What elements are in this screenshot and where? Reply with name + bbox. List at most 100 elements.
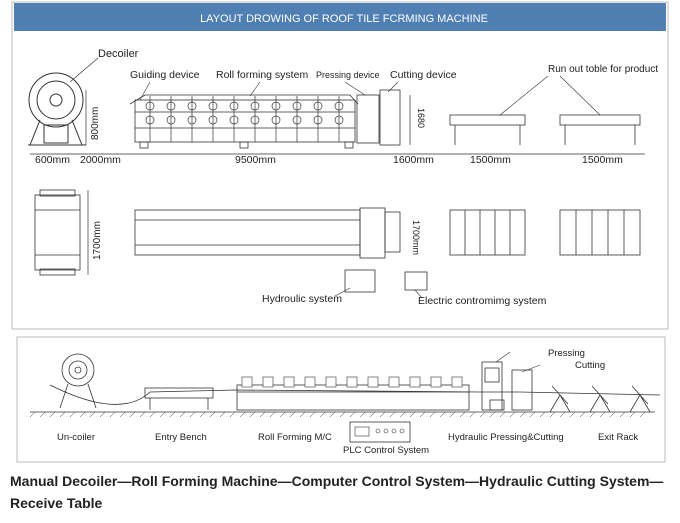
floor-hatch-mark — [549, 411, 556, 418]
dim-1500b: 1500mm — [582, 154, 623, 166]
rollforming-side — [129, 89, 401, 149]
floor-hatch-mark — [419, 411, 426, 418]
line-roll-station — [409, 376, 421, 388]
dim-1700b: 1700mm — [411, 220, 421, 255]
rollforming-top — [134, 207, 401, 259]
floor-hatch-mark — [449, 411, 456, 418]
line-roll-station — [430, 376, 442, 388]
floor-hatch-mark — [339, 411, 346, 418]
floor-hatch-mark — [379, 411, 386, 418]
floor-hatch-mark — [119, 411, 126, 418]
drawing-frame — [11, 1, 669, 330]
exit-rack — [549, 385, 651, 413]
floor-hatch-mark — [249, 411, 256, 418]
label-cutting: Cutting device — [390, 69, 457, 81]
pressing-leader — [495, 351, 511, 363]
floor-hatch-mark — [629, 411, 636, 418]
floor-hatch-mark — [189, 411, 196, 418]
line-label-rollforming: Roll Forming M/C — [258, 432, 332, 443]
line-label-entry: Entry Bench — [155, 432, 207, 443]
hydraulic-box — [344, 269, 376, 293]
line-label-uncoiler: Un-coiler — [57, 432, 95, 443]
exit-rack-stand — [589, 385, 611, 413]
floor-hatch-mark — [129, 411, 136, 418]
dim-1600: 1600mm — [393, 154, 434, 166]
floor-hatch-mark — [569, 411, 576, 418]
runout-table-side-1 — [449, 114, 526, 145]
floor-hatch-mark — [289, 411, 296, 418]
strip-path — [49, 384, 661, 405]
label-decoiler: Decoiler — [98, 48, 139, 60]
label-rollforming: Roll forming system — [216, 69, 308, 81]
floor-hatch-mark — [209, 411, 216, 418]
decoiler-side — [28, 72, 86, 146]
line-label-pressing: Pressing — [548, 348, 585, 359]
runout-leaders — [499, 75, 601, 116]
floor-hatch-mark — [499, 411, 506, 418]
cutting-leader — [521, 364, 541, 373]
floor-hatch-mark — [539, 411, 546, 418]
floor-hatch-mark — [619, 411, 626, 418]
label-pressing: Pressing device — [316, 70, 380, 80]
label-electric: Electric contromimg system — [418, 295, 547, 307]
floor-hatch-mark — [89, 411, 96, 418]
floor-hatch-mark — [79, 411, 86, 418]
floor-hatch-mark — [559, 411, 566, 418]
floor-hatch-mark — [409, 411, 416, 418]
floor-hatch-mark — [529, 411, 536, 418]
line-roll-station — [388, 376, 400, 388]
floor-hatch-mark — [149, 411, 156, 418]
floor-hatch-mark — [579, 411, 586, 418]
dim-2000: 2000mm — [80, 154, 121, 166]
floor-hatch-mark — [299, 411, 306, 418]
electric-box — [404, 271, 428, 291]
label-guiding: Guiding device — [130, 69, 200, 81]
floor-hatch-mark — [399, 411, 406, 418]
exit-rack-stand — [629, 385, 651, 413]
floor-hatch-mark — [139, 411, 146, 418]
plc-panel — [354, 426, 405, 437]
line-roll-station — [241, 376, 253, 388]
runout-table-top-1 — [449, 209, 526, 256]
floor-hatch-mark — [599, 411, 606, 418]
line-roll-station — [304, 376, 316, 388]
line-roll-stations — [241, 376, 463, 388]
floor-hatch-mark — [639, 411, 646, 418]
floor-hatch-mark — [239, 411, 246, 418]
floor-hatch-mark — [169, 411, 176, 418]
floor-hatch-mark — [219, 411, 226, 418]
floor-hatch-mark — [279, 411, 286, 418]
floor-hatch-mark — [269, 411, 276, 418]
floor-hatch-mark — [429, 411, 436, 418]
exit-rack-stand — [549, 385, 571, 413]
floor-hatch-mark — [459, 411, 466, 418]
dim-800: 800mm — [90, 107, 101, 140]
side-leaders — [139, 81, 399, 101]
label-runout: Run out toble for product — [548, 64, 658, 75]
label-hydraulic: Hydroulic system — [262, 293, 342, 305]
decoiler-top — [34, 189, 81, 276]
dim-9500: 9500mm — [235, 154, 276, 166]
floor-hatch-mark — [69, 411, 76, 418]
dim-1680: 1680 — [416, 108, 426, 128]
electric-leader — [414, 289, 423, 299]
floor-hatch-mark — [99, 411, 106, 418]
floor-hatch-mark — [359, 411, 366, 418]
floor-hatch-mark — [519, 411, 526, 418]
decoiler-leader — [69, 57, 99, 83]
line-roll-station — [346, 376, 358, 388]
header-title: LAYOUT DROWING OF ROOF TILE FCRMING MACH… — [200, 13, 488, 25]
floor-hatch-mark — [319, 411, 326, 418]
line-roll-station — [262, 376, 274, 388]
floor-hatch-mark — [369, 411, 376, 418]
uncoiler-illustration — [59, 353, 97, 409]
floor-hatch-mark — [439, 411, 446, 418]
floor-hatch-mark — [49, 411, 56, 418]
floor-hatch-mark — [309, 411, 316, 418]
dim-1500a: 1500mm — [470, 154, 511, 166]
floor-hatch-mark — [489, 411, 496, 418]
plc-box — [349, 421, 411, 443]
roll-stations — [145, 96, 344, 142]
dim-1700a: 1700mm — [92, 221, 103, 260]
